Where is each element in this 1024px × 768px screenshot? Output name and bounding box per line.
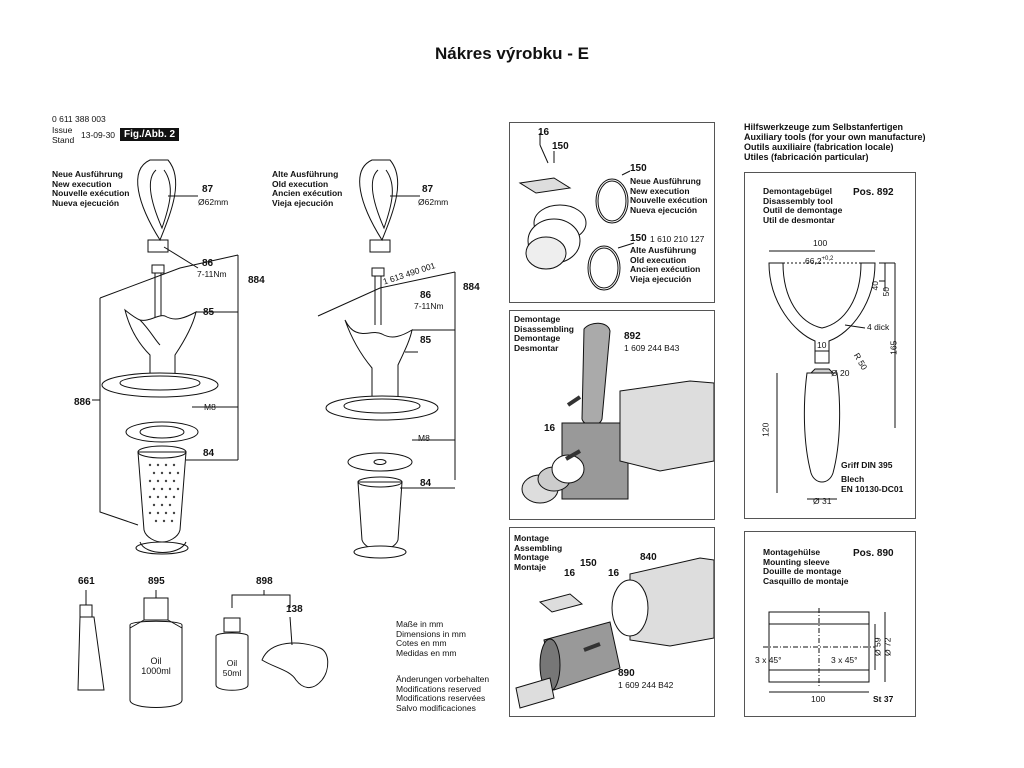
label-87-old: 87: [422, 184, 434, 195]
part-1610: 1 610 210 127: [650, 234, 705, 244]
label-86-old: 86: [420, 290, 432, 301]
label-890: 890: [618, 668, 635, 679]
clamp-piece: [147, 239, 169, 253]
label-16: 16: [538, 127, 550, 138]
dim-4-dick: 4 dick: [867, 322, 890, 332]
dim-d31: Ø 31: [813, 496, 832, 506]
chamfer-left: 3 x 45°: [755, 655, 782, 665]
label-886: 886: [74, 397, 91, 408]
blech-label: Blech: [841, 474, 865, 484]
label-150c: 150: [630, 233, 647, 244]
dim-66: 66,2+0,2: [805, 255, 834, 266]
label-884-old: 884: [463, 282, 480, 293]
material-st37: St 37: [873, 694, 894, 704]
label-884: 884: [248, 275, 265, 286]
label-150a: 150: [552, 141, 569, 152]
issue-date: 13-09-30: [81, 130, 116, 140]
label-661: 661: [78, 576, 95, 587]
part-b42: 1 609 244 B42: [618, 680, 674, 690]
label-86: 86: [202, 258, 214, 269]
oil-50-label: Oil 50ml: [222, 658, 242, 678]
label-d62: Ø62mm: [198, 197, 229, 207]
label-87: 87: [202, 184, 214, 195]
chamfer-right: 3 x 45°: [831, 655, 858, 665]
dim-50: 50: [880, 287, 891, 297]
label-840: 840: [640, 552, 657, 563]
issue-label: Issue Stand: [52, 125, 75, 145]
label-torque-old: 7-11Nm: [414, 301, 444, 311]
label-138: 138: [286, 604, 303, 615]
dim-165: 165: [888, 340, 899, 355]
label-84: 84: [203, 448, 215, 459]
dim-100-sleeve: 100: [811, 694, 826, 704]
label-84-old: 84: [420, 478, 432, 489]
tool-890-pos: Pos. 890: [853, 548, 894, 559]
label-16-mont-b: 16: [608, 568, 620, 579]
tool-892-pos: Pos. 892: [853, 187, 894, 198]
label-m8-old: M8: [418, 433, 430, 443]
label-85: 85: [203, 307, 215, 318]
label-d62-old: Ø62mm: [418, 197, 449, 207]
part-b43: 1 609 244 B43: [624, 343, 680, 353]
dim-10: 10: [817, 340, 827, 350]
label-895: 895: [148, 576, 165, 587]
label-150b: 150: [630, 163, 647, 174]
label-150-mont: 150: [580, 558, 597, 569]
page-title: Nákres výrobku - E: [434, 44, 589, 63]
dim-d20: Ø 20: [831, 368, 850, 378]
label-torque: 7-11Nm: [197, 269, 227, 279]
dim-120: 120: [760, 422, 771, 437]
label-m8: M8: [204, 402, 216, 412]
oil-1000-label: Oil 1000ml: [141, 656, 171, 676]
en-label: EN 10130-DC01: [841, 484, 904, 494]
dim-d72: Ø 72: [882, 637, 893, 656]
fig-label: Fig./Abb. 2: [120, 128, 180, 141]
label-892: 892: [624, 331, 641, 342]
dim-40: 40: [869, 281, 880, 291]
label-16-mont-a: 16: [564, 568, 576, 579]
label-16-demont: 16: [544, 423, 556, 434]
griff-label: Griff DIN 395: [841, 460, 893, 470]
label-85-old: 85: [420, 335, 432, 346]
label-898: 898: [256, 576, 273, 587]
part-number: 0 611 388 003: [52, 114, 106, 124]
dim-100-top: 100: [813, 238, 828, 248]
